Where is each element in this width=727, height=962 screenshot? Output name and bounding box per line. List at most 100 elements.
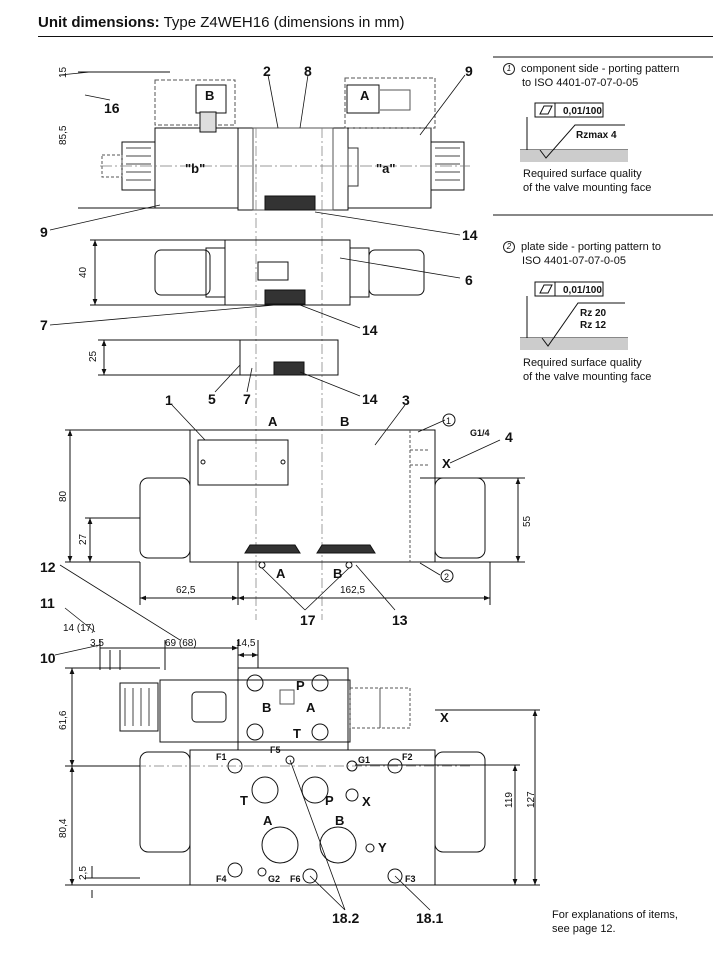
dim-62-5: 62,5 [176, 585, 196, 596]
svg-text:2: 2 [444, 572, 449, 582]
pilot-body [237, 667, 349, 751]
dim-55: 55 [522, 515, 533, 527]
dim-69-68: 69 (68) [165, 638, 197, 649]
note-2: 2 plate side - porting pattern to ISO 440… [503, 240, 661, 268]
note-1-quality2: of the valve mounting face [523, 182, 652, 194]
dim-15: 15 [58, 66, 69, 78]
item-13: 13 [392, 612, 408, 628]
port-g2: G2 [268, 874, 280, 884]
title-bold: Unit dimensions: [38, 14, 160, 31]
item-6: 6 [465, 272, 473, 288]
port-a-bottom: A [276, 566, 286, 581]
note-1-line1: component side - porting pattern [521, 63, 680, 75]
item-11: 11 [40, 595, 55, 611]
note-2-quality2: of the valve mounting face [523, 371, 652, 383]
note-1-quality1: Required surface quality [523, 168, 642, 180]
note-1-quality: Required surface quality of the valve mo… [523, 167, 651, 195]
rz-2a: Rz 20 [580, 308, 607, 319]
nameplate [257, 261, 289, 281]
dim-85-5: 85,5 [58, 125, 69, 145]
front-hex-left [205, 247, 226, 298]
item-5: 5 [208, 391, 216, 407]
dim-14-17: 14 (17) [63, 623, 95, 634]
leaders [49, 71, 501, 911]
port-g1: G1 [358, 755, 370, 765]
front-hex-right [349, 247, 370, 298]
plate-view [98, 339, 339, 376]
item-14-b: 14 [362, 322, 378, 338]
dim-25: 25 [88, 350, 99, 362]
dim-80: 80 [58, 490, 69, 502]
note-2-marker: 2 [503, 241, 515, 253]
nameplate-1 [197, 439, 289, 486]
item-14-a: 14 [462, 227, 478, 243]
port-a-top: A [268, 414, 278, 429]
seal-strip [264, 195, 316, 211]
item-14-c: 14 [362, 391, 378, 407]
port-y: Y [378, 840, 387, 855]
item-18-1: 18.1 [416, 910, 443, 926]
port-f5: F5 [270, 745, 281, 755]
item-7-a: 7 [40, 317, 48, 333]
main-body [189, 429, 436, 563]
plug-b [154, 79, 236, 126]
item-12: 12 [40, 559, 56, 575]
sol-b-label: "b" [185, 161, 205, 176]
item-16: 16 [104, 100, 120, 116]
port-f4: F4 [216, 874, 227, 884]
dim-127: 127 [526, 791, 537, 808]
pilot-p: P [296, 678, 305, 693]
page-title: Unit dimensions: Type Z4WEH16 (dimension… [38, 14, 404, 32]
header: Unit dimensions: Type Z4WEH16 (dimension… [38, 8, 713, 37]
item-3: 3 [402, 392, 410, 408]
rz-1: Rzmax 4 [576, 130, 617, 141]
note-1-marker: 1 [503, 63, 515, 75]
plug-a-box [346, 84, 380, 114]
plug-a-label: A [360, 88, 370, 103]
note-2-line1: plate side - porting pattern to [521, 241, 662, 253]
bottom-view [65, 640, 540, 898]
item-18-2: 18.2 [332, 910, 359, 926]
labels: 15 85,5 40 25 80 27 55 62,5 162,5 14 (17… [40, 63, 537, 926]
title-rule [38, 36, 713, 37]
plug-a [344, 77, 436, 129]
bottom-body [189, 749, 436, 886]
pilot-b: B [262, 700, 271, 715]
pilot-valve [159, 679, 351, 743]
port-f2: F2 [402, 752, 413, 762]
port-p: P [325, 793, 334, 808]
note-2-quality: Required surface quality of the valve mo… [523, 356, 651, 384]
port-x: X [362, 794, 371, 809]
left-end [139, 477, 191, 559]
body-view [65, 429, 525, 605]
footer-line1: For explanations of items, [552, 909, 678, 921]
dim-80-4: 80,4 [58, 818, 69, 838]
pilot-t: T [293, 726, 301, 741]
port-x-side: X [442, 456, 451, 471]
right-end [434, 477, 486, 559]
surface-symbol-2 [520, 281, 628, 350]
note-2-quality1: Required surface quality [523, 357, 642, 369]
front-view [90, 239, 425, 306]
port-b-bottom: B [333, 566, 342, 581]
dim-27: 27 [78, 533, 89, 545]
port-f1: F1 [216, 752, 227, 762]
item-10: 10 [40, 650, 56, 666]
note-1-line2: to ISO 4401-07-07-0-05 [522, 77, 639, 89]
dim-14-5: 14,5 [236, 638, 256, 649]
dim-3-5: 3,5 [90, 638, 104, 649]
front-nut-left [154, 249, 211, 296]
item-4: 4 [505, 429, 513, 445]
item-9-bottom: 9 [40, 224, 48, 240]
item-7-b: 7 [243, 391, 251, 407]
footer-line2: see page 12. [552, 923, 616, 935]
circled-1: 1 [442, 413, 456, 427]
thread-g1-4: G1/4 [470, 428, 490, 438]
item-8: 8 [304, 63, 312, 79]
pilot-a: A [306, 700, 316, 715]
note-2-line2: ISO 4401-07-07-0-05 [522, 255, 626, 267]
dim-61-6: 61,6 [58, 710, 69, 730]
port-t: T [240, 793, 248, 808]
port-a: A [263, 813, 273, 828]
